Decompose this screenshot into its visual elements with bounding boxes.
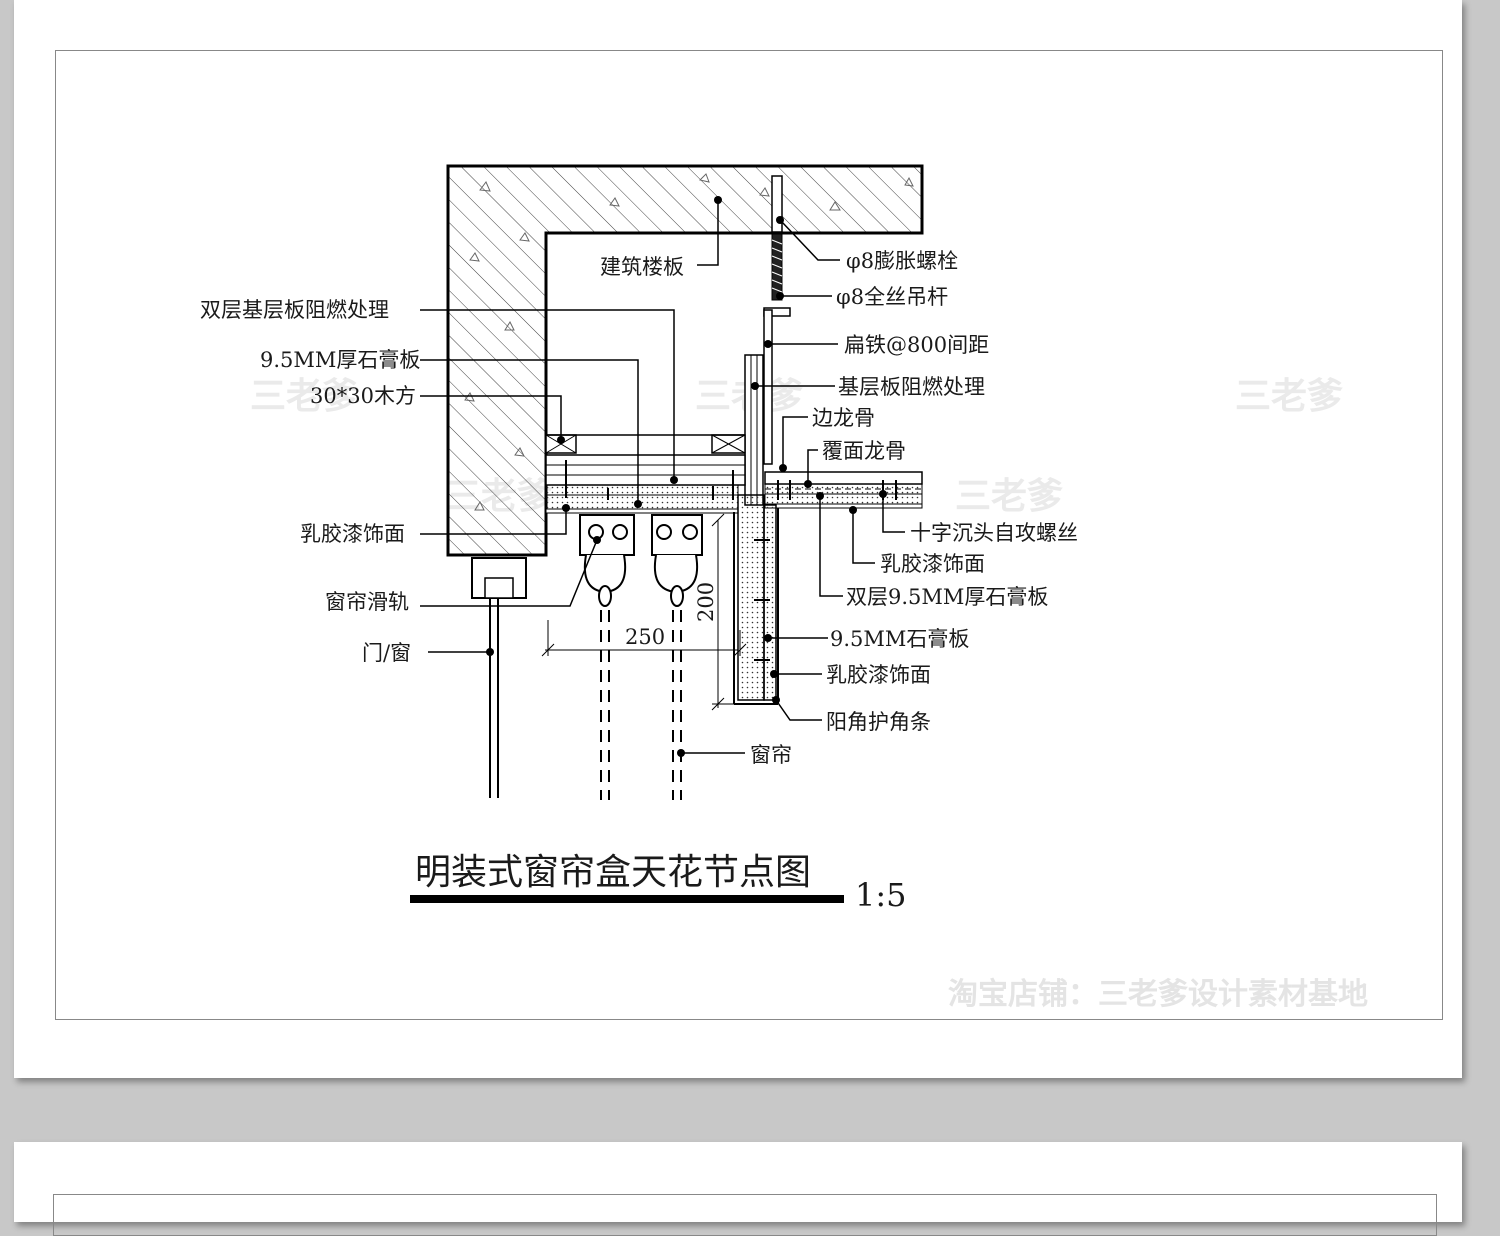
window-frame — [471, 557, 527, 798]
wood-batten — [545, 434, 746, 454]
label-threaded-rod: φ8全丝吊杆 — [836, 285, 948, 309]
label-curtain-track: 窗帘滑轨 — [325, 590, 409, 614]
dimension-width: 250 — [625, 625, 665, 649]
dimension-lines — [541, 513, 747, 711]
label-screw: 十字沉头自攻螺丝 — [910, 521, 1078, 545]
box-top-boards — [545, 454, 746, 514]
leader-lines — [420, 200, 905, 754]
hanger-rod — [763, 175, 791, 465]
shop-watermark: 淘宝店铺：三老爹设计素材基地 — [948, 977, 1368, 1012]
drawing-border — [55, 50, 1443, 1020]
label-flat-iron: 扁铁@800间距 — [844, 333, 989, 357]
label-latex-left: 乳胶漆饰面 — [300, 522, 405, 546]
curtain-box-front — [733, 494, 779, 705]
title-block: 明装式窗帘盒天花节点图 1:5 — [410, 852, 907, 914]
section-detail-drawing: 三老爹 三老爹 三老爹 三老爹 三老爹 淘宝店铺：三老爹设计素材基地 — [200, 164, 1368, 1012]
label-edge-keel: 边龙骨 — [812, 406, 875, 430]
label-gypsum-right: 9.5MM石膏板 — [830, 627, 969, 651]
curtain-track — [579, 514, 703, 607]
label-wood-batten: 30*30木方 — [310, 384, 416, 408]
watermark-text: 三老爹 — [250, 376, 358, 417]
label-latex-mid: 乳胶漆饰面 — [880, 552, 985, 576]
label-base-board: 基层板阻燃处理 — [838, 375, 985, 399]
label-gypsum-left: 9.5MM厚石膏板 — [260, 348, 420, 372]
ceiling-boards — [764, 471, 923, 509]
drawing-title: 明装式窗帘盒天花节点图 — [415, 852, 811, 893]
label-curtain: 窗帘 — [750, 743, 792, 767]
label-corner-bead: 阳角护角条 — [826, 710, 931, 734]
watermark-text: 三老爹 — [955, 476, 1063, 517]
drawing-scale: 1:5 — [855, 876, 907, 914]
leader-dots — [486, 196, 887, 757]
watermark-text: 三老爹 — [1235, 376, 1343, 417]
label-latex-right: 乳胶漆饰面 — [826, 663, 931, 687]
label-slab: 建筑楼板 — [600, 255, 684, 279]
curtain-fabric — [600, 610, 682, 800]
callout-labels: 建筑楼板 φ8膨胀螺栓 φ8全丝吊杆 扁铁@800间距 基层板阻燃处理 边龙骨 … — [200, 249, 1078, 767]
label-cover-keel: 覆面龙骨 — [822, 439, 906, 463]
label-door-window: 门/窗 — [362, 641, 411, 665]
dimension-height: 200 — [694, 582, 718, 622]
curtain-box-side — [744, 354, 764, 506]
label-double-gypsum: 双层9.5MM厚石膏板 — [846, 585, 1048, 609]
label-double-base-board: 双层基层板阻燃处理 — [200, 298, 389, 322]
title-underline — [410, 895, 844, 903]
label-expansion-bolt: φ8膨胀螺栓 — [846, 249, 958, 273]
